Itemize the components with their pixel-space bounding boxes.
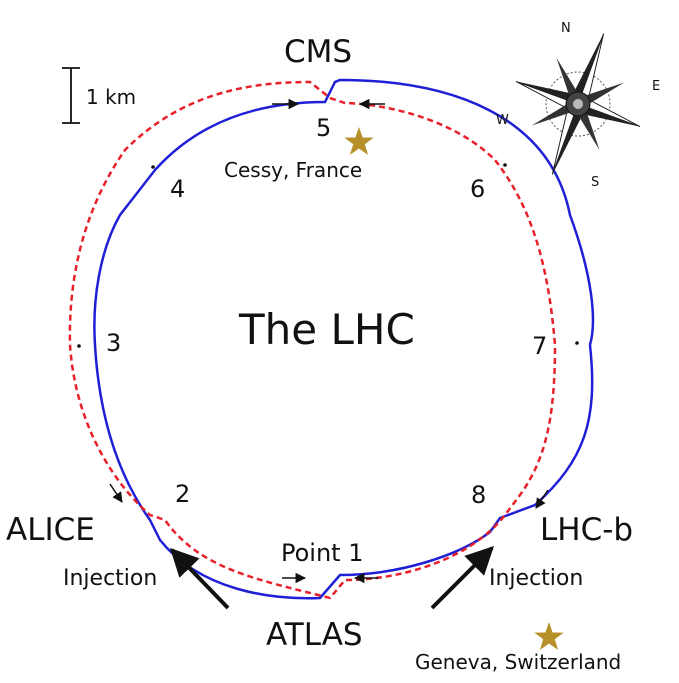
- label-geneva: Geneva, Switzerland: [415, 650, 621, 674]
- scale-label: 1 km: [86, 85, 136, 109]
- diagram-title: The LHC: [238, 305, 415, 354]
- label-point-1: Point 1: [281, 539, 364, 567]
- scale-bar: [62, 67, 80, 124]
- beam2-arrow-left: [109, 483, 123, 503]
- beam1-ring: [93, 78, 595, 600]
- label-point-7: 7: [532, 332, 547, 360]
- label-lhcb: LHC-b: [540, 512, 633, 548]
- label-atlas: ATLAS: [266, 617, 363, 653]
- label-point-4: 4: [170, 175, 185, 203]
- label-cms: CMS: [284, 34, 352, 70]
- cessy-star-icon: [344, 127, 374, 155]
- beam1-arrow-right: [535, 489, 549, 509]
- beam-direction-arrows: [109, 98, 549, 584]
- injection-arrow-left: [170, 547, 230, 610]
- point-dot-6: [503, 163, 507, 167]
- compass-e: E: [652, 79, 660, 94]
- point-dot-7: [575, 341, 579, 345]
- label-point-5: 5: [316, 114, 331, 142]
- label-alice: ALICE: [6, 512, 95, 548]
- point-dot-4: [151, 165, 155, 169]
- compass-icon: [515, 33, 641, 175]
- label-cessy: Cessy, France: [224, 158, 362, 182]
- injection-arrow-right: [430, 546, 494, 610]
- beam2-ring: [68, 80, 557, 600]
- label-point-2: 2: [175, 480, 190, 508]
- label-point-8: 8: [471, 481, 486, 509]
- compass-n: N: [561, 21, 571, 36]
- label-point-3: 3: [106, 329, 121, 357]
- compass-s: S: [591, 175, 599, 190]
- compass-w: W: [496, 113, 509, 128]
- label-injection-right: Injection: [489, 566, 583, 591]
- label-point-6: 6: [470, 175, 485, 203]
- point-dot-3: [77, 344, 81, 348]
- geneva-star-icon: [534, 622, 564, 650]
- label-injection-left: Injection: [63, 566, 157, 591]
